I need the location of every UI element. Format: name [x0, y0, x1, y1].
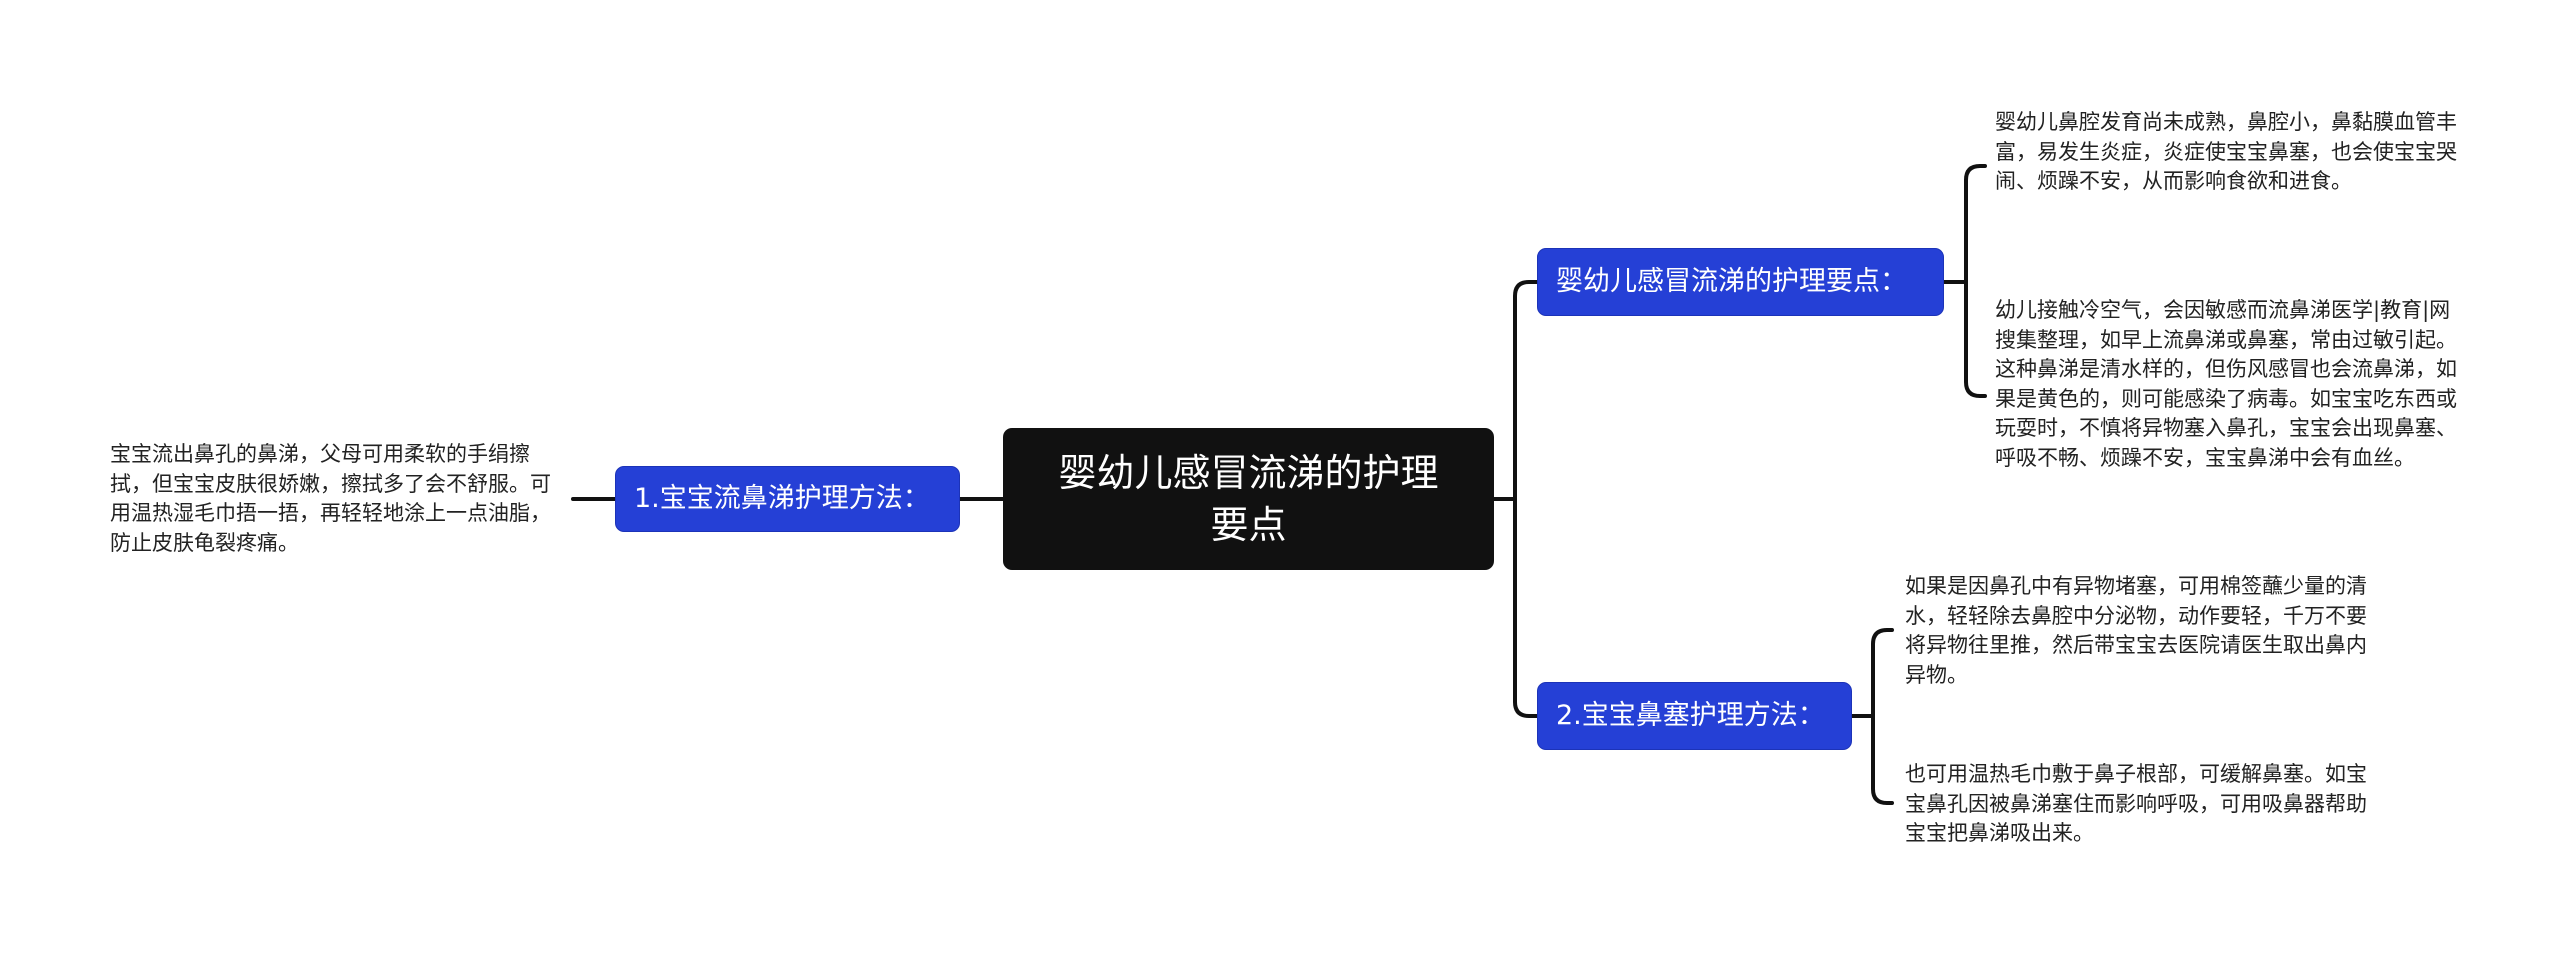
leaf-text: 也可用温热毛巾敷于鼻子根部，可缓解鼻塞。如宝宝鼻孔因被鼻涕塞住而影响呼吸，可用吸…	[1905, 762, 2367, 845]
branch-node-nasal-congestion[interactable]: 2.宝宝鼻塞护理方法：	[1537, 682, 1852, 750]
leaf-node[interactable]: 婴幼儿鼻腔发育尚未成熟，鼻腔小，鼻黏膜血管丰富，易发生炎症，炎症使宝宝鼻塞，也会…	[1995, 108, 2465, 197]
root-node[interactable]: 婴幼儿感冒流涕的护理要点	[1003, 428, 1494, 570]
leaf-text: 婴幼儿鼻腔发育尚未成熟，鼻腔小，鼻黏膜血管丰富，易发生炎症，炎症使宝宝鼻塞，也会…	[1995, 110, 2457, 193]
leaf-node[interactable]: 也可用温热毛巾敷于鼻子根部，可缓解鼻塞。如宝宝鼻孔因被鼻涕塞住而影响呼吸，可用吸…	[1905, 760, 2375, 849]
branch-label: 2.宝宝鼻塞护理方法：	[1556, 700, 1825, 731]
leaf-node[interactable]: 如果是因鼻孔中有异物堵塞，可用棉签蘸少量的清水，轻轻除去鼻腔中分泌物，动作要轻，…	[1905, 572, 2375, 690]
leaf-text: 如果是因鼻孔中有异物堵塞，可用棉签蘸少量的清水，轻轻除去鼻腔中分泌物，动作要轻，…	[1905, 574, 2367, 687]
branch-node-runny-nose[interactable]: 1.宝宝流鼻涕护理方法：	[615, 466, 960, 532]
leaf-node[interactable]: 幼儿接触冷空气，会因敏感而流鼻涕医学|教育|网搜集整理，如早上流鼻涕或鼻塞，常由…	[1995, 296, 2465, 473]
leaf-text: 幼儿接触冷空气，会因敏感而流鼻涕医学|教育|网搜集整理，如早上流鼻涕或鼻塞，常由…	[1995, 298, 2457, 470]
branch-label: 婴幼儿感冒流涕的护理要点：	[1556, 266, 1907, 297]
leaf-node[interactable]: 宝宝流出鼻孔的鼻涕，父母可用柔软的手绢擦拭，但宝宝皮肤很娇嫩，擦拭多了会不舒服。…	[110, 440, 570, 558]
branch-label: 1.宝宝流鼻涕护理方法：	[634, 483, 930, 514]
branch-node-care-points[interactable]: 婴幼儿感冒流涕的护理要点：	[1537, 248, 1944, 316]
root-title: 婴幼儿感冒流涕的护理要点	[1058, 451, 1439, 547]
leaf-text: 宝宝流出鼻孔的鼻涕，父母可用柔软的手绢擦拭，但宝宝皮肤很娇嫩，擦拭多了会不舒服。…	[110, 442, 551, 555]
